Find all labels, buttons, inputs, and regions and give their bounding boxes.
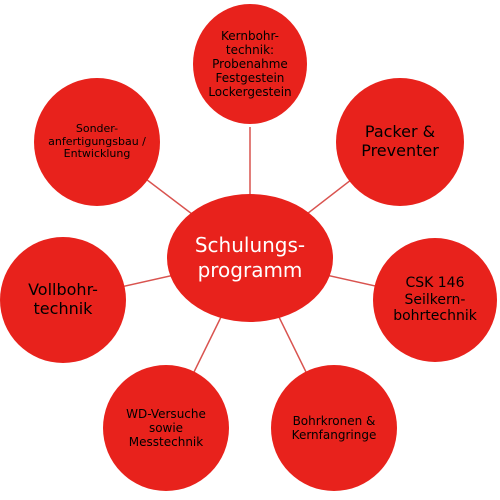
node-label: CSK 146 Seilkern- bohrtechnik [393, 275, 477, 325]
node-label: Vollbohr- technik [28, 280, 98, 318]
node-wd-versuche: WD-Versuche sowie Messtechnik [103, 365, 229, 491]
node-label: Sonder- anfertigungsbau / Entwicklung [48, 121, 146, 161]
node-sonderanfertigungsbau: Sonder- anfertigungsbau / Entwicklung [34, 78, 160, 206]
node-label: Kernbohr- technik: Probenahme Festgestei… [208, 28, 292, 100]
center-node: Schulungs- programm [167, 194, 333, 322]
node-packer-preventer: Packer & Preventer [336, 78, 464, 206]
node-kernbohrtechnik: Kernbohr- technik: Probenahme Festgestei… [193, 4, 307, 124]
node-csk146: CSK 146 Seilkern- bohrtechnik [373, 238, 497, 362]
node-bohrkronen: Bohrkronen & Kernfangringe [271, 365, 397, 491]
node-label: Packer & Preventer [361, 122, 439, 160]
node-label: WD-Versuche sowie Messtechnik [126, 406, 206, 450]
node-vollbohrtechnik: Vollbohr- technik [0, 237, 126, 363]
center-label: Schulungs- programm [194, 233, 306, 282]
node-label: Bohrkronen & Kernfangringe [291, 413, 377, 442]
